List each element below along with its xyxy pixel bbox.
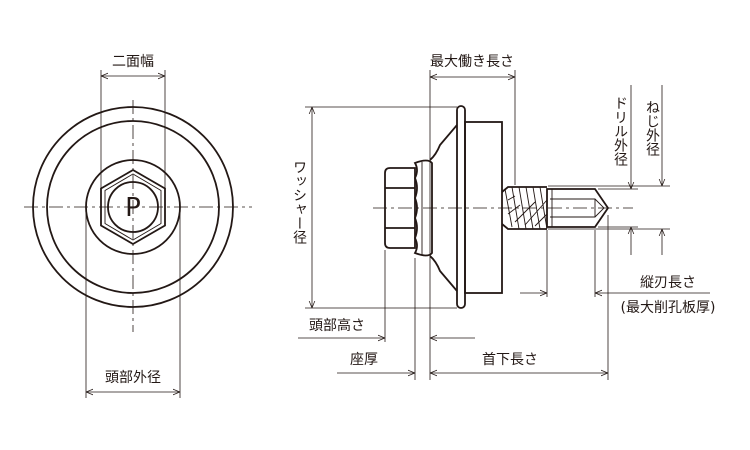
max-working-length-label: 最大働き長さ xyxy=(430,54,514,70)
max-drill-thickness-label: (最大削孔板厚) xyxy=(621,300,716,316)
flute-length-label: 縦刃長さ xyxy=(640,275,696,291)
hex-head xyxy=(100,168,166,246)
drill-outer-diameter-label: ドリル外径 xyxy=(612,96,628,166)
side-view: 最大働き長さ ワッシャー径 ドリル外径 ねじ外径 縦刃長さ (最大削孔板厚) 頭… xyxy=(291,54,715,380)
head-mark-circle xyxy=(107,181,159,233)
head-flange-side xyxy=(413,159,433,257)
washer-cone xyxy=(429,124,458,292)
thread-lines xyxy=(504,186,548,230)
seat-thickness-label: 座厚 xyxy=(350,352,378,368)
hex-head-side xyxy=(384,167,416,249)
washer-plate xyxy=(456,105,466,309)
washer-diameter-label: ワッシャー径 xyxy=(291,160,307,244)
across-flats-label: 二面幅 xyxy=(112,54,154,70)
drill-flute xyxy=(550,189,605,227)
length-under-head-label: 首下長さ xyxy=(482,352,538,368)
washer-seal xyxy=(464,121,503,294)
hex-head-chamfer xyxy=(104,173,162,241)
front-view: P 二面幅 頭部外径 xyxy=(24,54,252,398)
head-mark: P xyxy=(125,193,141,223)
head-flange-circle xyxy=(85,159,181,255)
washer-outer-circle xyxy=(32,106,234,308)
thread-outer-diameter-label: ねじ外径 xyxy=(644,100,660,156)
thread-outline xyxy=(501,186,547,230)
head-outer-diameter-label: 頭部外径 xyxy=(105,370,161,386)
head-height-label: 頭部高さ xyxy=(309,317,365,334)
washer-inner-circle xyxy=(46,120,220,294)
drill-point xyxy=(546,188,610,228)
